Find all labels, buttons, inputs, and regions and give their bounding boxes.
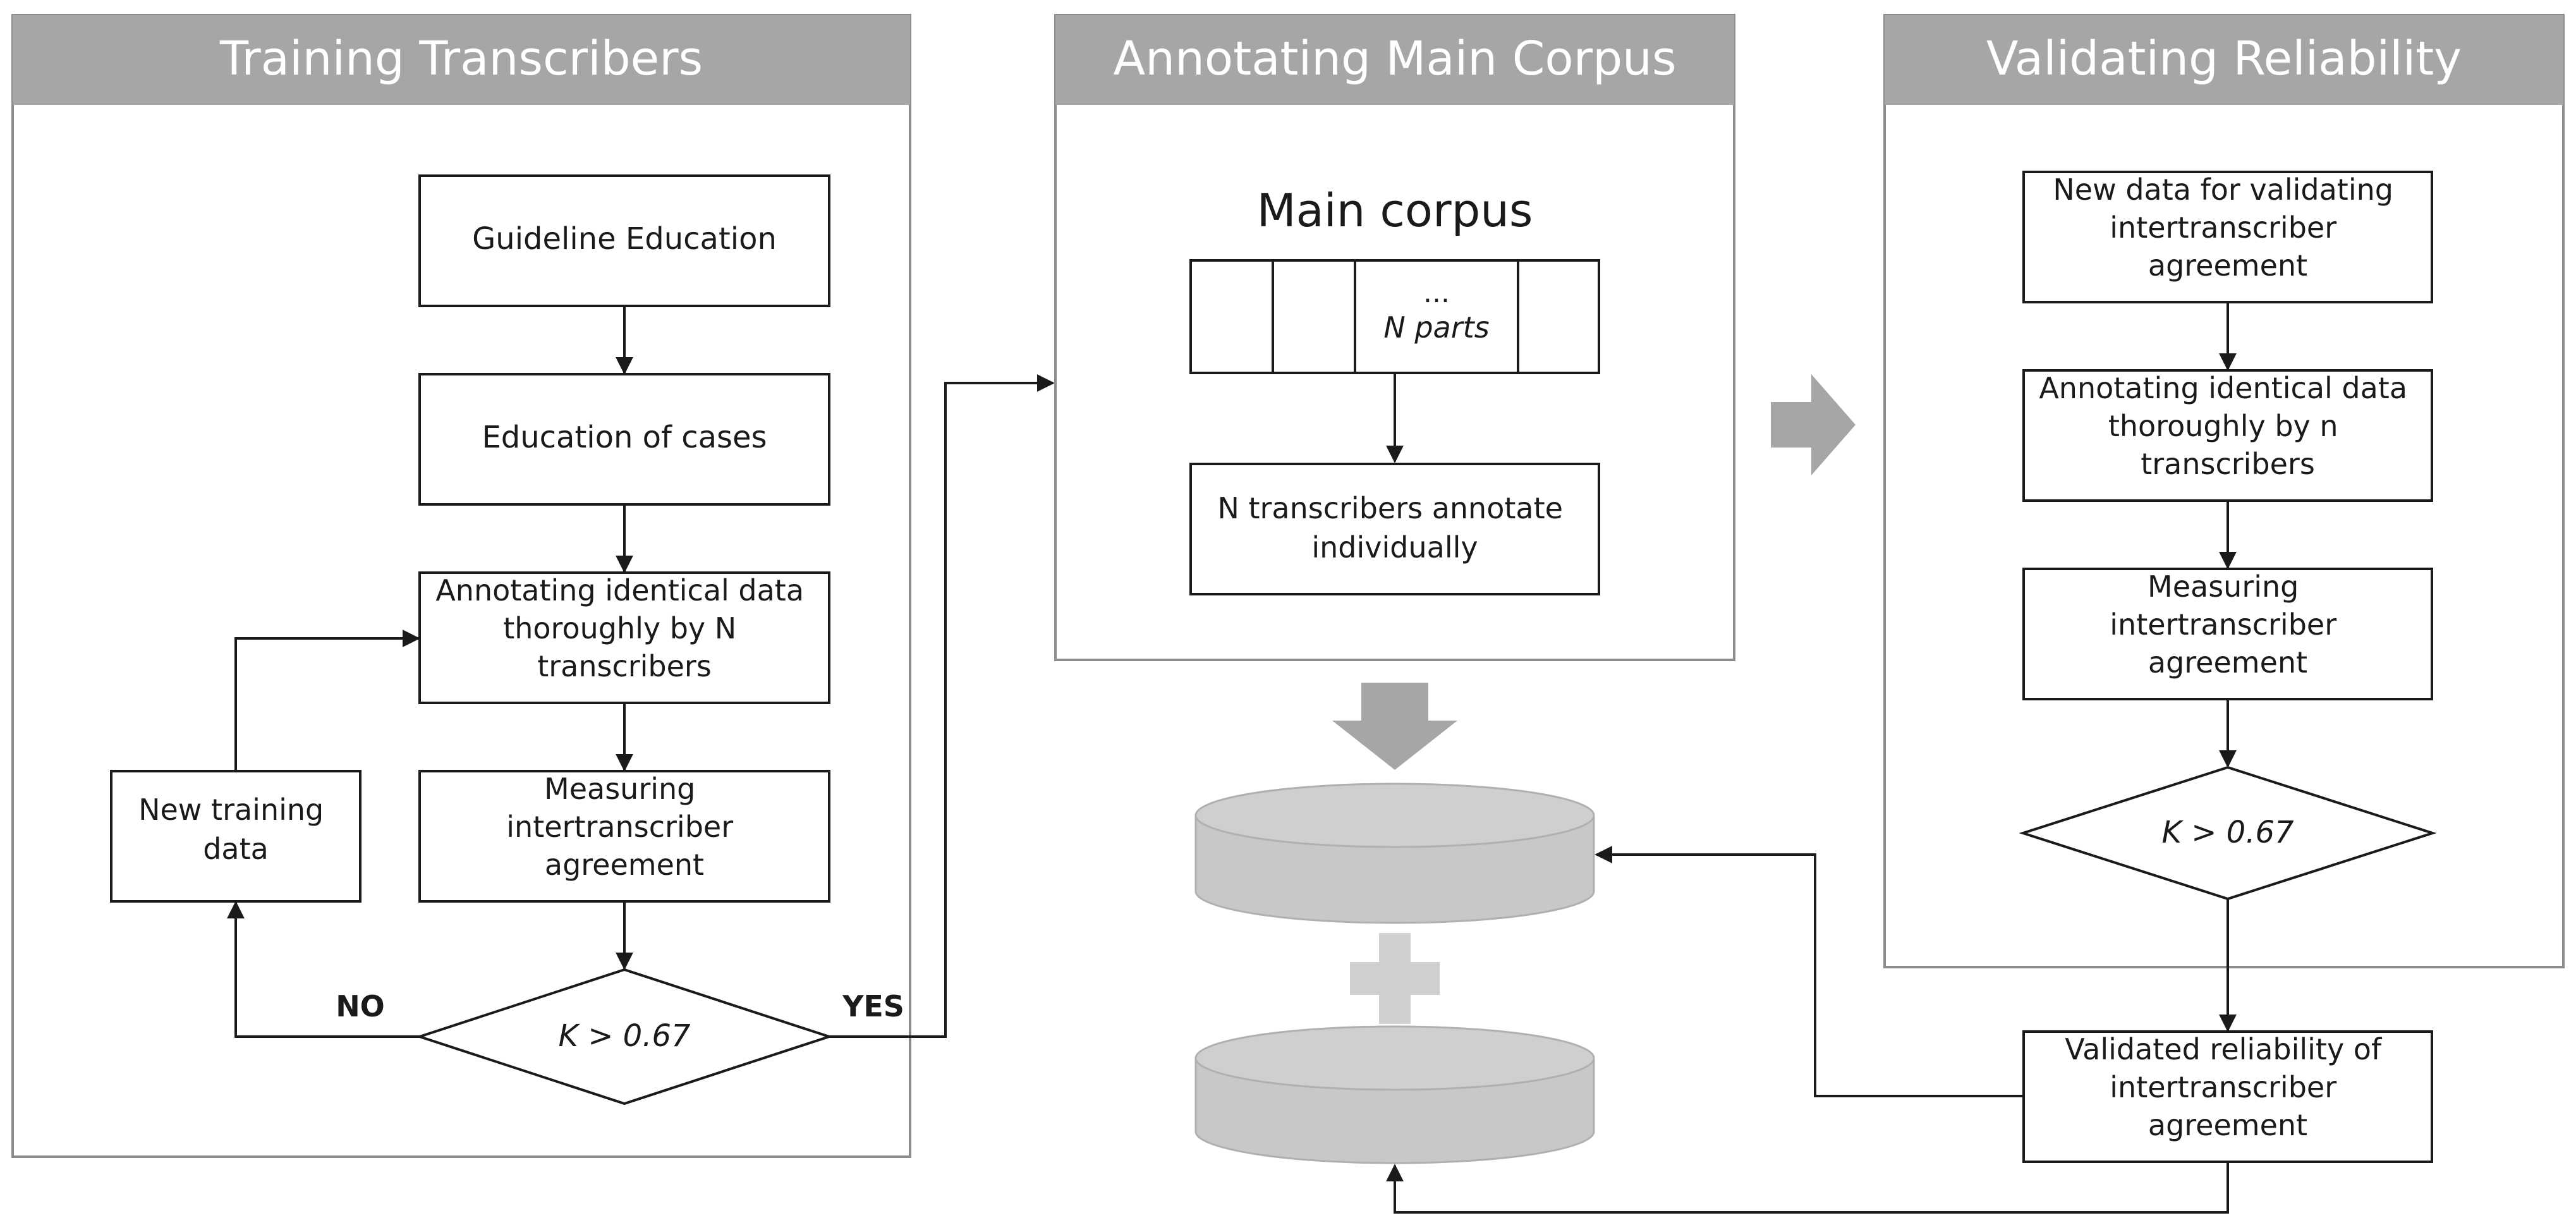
training-annotating-box: Annotating identical data thoroughly by … (418, 571, 830, 704)
svg-text:Guideline Education: Guideline Education (472, 221, 777, 257)
training-measuring-line-2: intertranscriber (506, 810, 733, 844)
panel-training-title: Training Transcribers (219, 32, 703, 86)
corpus-parts-strip: ... N parts (1189, 259, 1600, 374)
svg-text:Education of cases: Education of cases (482, 420, 767, 455)
training-measuring-box: Measuring intertranscriber agreement (418, 770, 830, 903)
validating-decision-label: K > 0.67 (2161, 815, 2294, 850)
training-measuring-line-3: agreement (545, 848, 704, 882)
right-arrow-icon (1771, 374, 1856, 475)
education-of-cases-box: Education of cases (418, 373, 830, 506)
svg-text:New training data: New training data (138, 793, 333, 866)
validated-reliability-box: Validated reliability of intertranscribe… (2022, 1030, 2433, 1163)
parts-label: N parts (1383, 310, 1489, 344)
plus-icon (1350, 933, 1440, 1024)
svg-text:Annotating identical data: Annotating identical data thoroughly by … (2039, 371, 2416, 481)
svg-text:New data for validating: New data for validating intertranscriber… (2053, 173, 2402, 283)
validating-decision-diamond: K > 0.67 (2019, 765, 2437, 901)
validating-annotating-line-3: transcribers (2141, 447, 2315, 481)
panel-validating-title: Validating Reliability (1986, 32, 2462, 86)
no-label: NO (336, 989, 385, 1023)
training-measuring-line-1: Measuring (544, 772, 695, 806)
svg-text:Validated reliability of: Validated reliability of intertranscribe… (2065, 1032, 2391, 1142)
training-annotating-line-3: transcribers (537, 649, 712, 683)
yes-label: YES (842, 989, 904, 1023)
arrow-no-to-new-training (227, 901, 420, 1038)
arrow-yes-to-main-corpus (829, 374, 1055, 1038)
panel-annotating-header (1055, 15, 1734, 105)
validating-new-data-line-1: New data for validating (2053, 173, 2393, 207)
new-training-data-line-2: data (203, 832, 269, 866)
validating-new-data-line-2: intertranscriber (2110, 210, 2336, 245)
panel-validating-header (1885, 15, 2563, 105)
database-cylinder-bottom (1194, 1025, 1595, 1164)
validating-measuring-box: Measuring intertranscriber agreement (2022, 568, 2433, 700)
training-decision-diamond: K > 0.67 (415, 968, 834, 1106)
arrow-new-training-to-annotating (234, 630, 420, 771)
panel-annotating-title: Annotating Main Corpus (1114, 32, 1677, 86)
arrow-validated-to-bottom-database (1386, 1162, 2229, 1214)
guideline-education-label: Guideline Education (472, 221, 777, 257)
n-transcribers-annotate-line-2: individually (1311, 530, 1478, 564)
validating-measuring-line-3: agreement (2148, 645, 2307, 680)
panel-training-header (13, 15, 910, 105)
training-annotating-line-2: thoroughly by N (503, 611, 736, 645)
n-transcribers-annotate-line-1: N transcribers annotate (1217, 491, 1562, 525)
arrow-validated-to-top-database (1595, 846, 2024, 1097)
main-corpus-title: Main corpus (1257, 184, 1533, 237)
new-training-data-line-1: New training (138, 793, 324, 827)
parts-ellipsis: ... (1423, 277, 1450, 309)
validating-connectors (1386, 302, 2237, 1214)
validating-annotating-box: Annotating identical data thoroughly by … (2022, 369, 2433, 502)
svg-text:Measuring intertranscrib: Measuring intertranscriber agreement (506, 772, 742, 882)
svg-text:N transcribers annotate: N transcribers annotate individually (1217, 491, 1572, 564)
database-cylinder-top (1194, 783, 1595, 924)
training-annotating-line-1: Annotating identical data (435, 573, 804, 607)
new-training-data-box: New training data (110, 770, 361, 903)
training-decision-label: K > 0.67 (558, 1018, 691, 1054)
training-connectors (227, 306, 1055, 1038)
validating-new-data-line-3: agreement (2148, 248, 2307, 283)
down-arrow-icon (1332, 683, 1457, 770)
validating-measuring-line-2: intertranscriber (2110, 607, 2336, 642)
validated-reliability-line-1: Validated reliability of (2065, 1032, 2383, 1066)
n-transcribers-annotate-box: N transcribers annotate individually (1189, 463, 1600, 595)
validating-annotating-line-2: thoroughly by n (2108, 409, 2338, 443)
validated-reliability-line-2: intertranscriber (2110, 1070, 2336, 1104)
validating-new-data-box: New data for validating intertranscriber… (2022, 171, 2433, 303)
education-of-cases-label: Education of cases (482, 420, 767, 455)
validating-annotating-line-1: Annotating identical data (2039, 371, 2407, 405)
svg-text:Annotating identical data: Annotating identical data thoroughly by … (435, 573, 813, 683)
guideline-education-box: Guideline Education (418, 174, 830, 307)
svg-text:Measuring intertranscrib: Measuring intertranscriber agreement (2110, 570, 2345, 680)
validating-measuring-line-1: Measuring (2148, 570, 2299, 604)
validated-reliability-line-3: agreement (2148, 1108, 2307, 1142)
